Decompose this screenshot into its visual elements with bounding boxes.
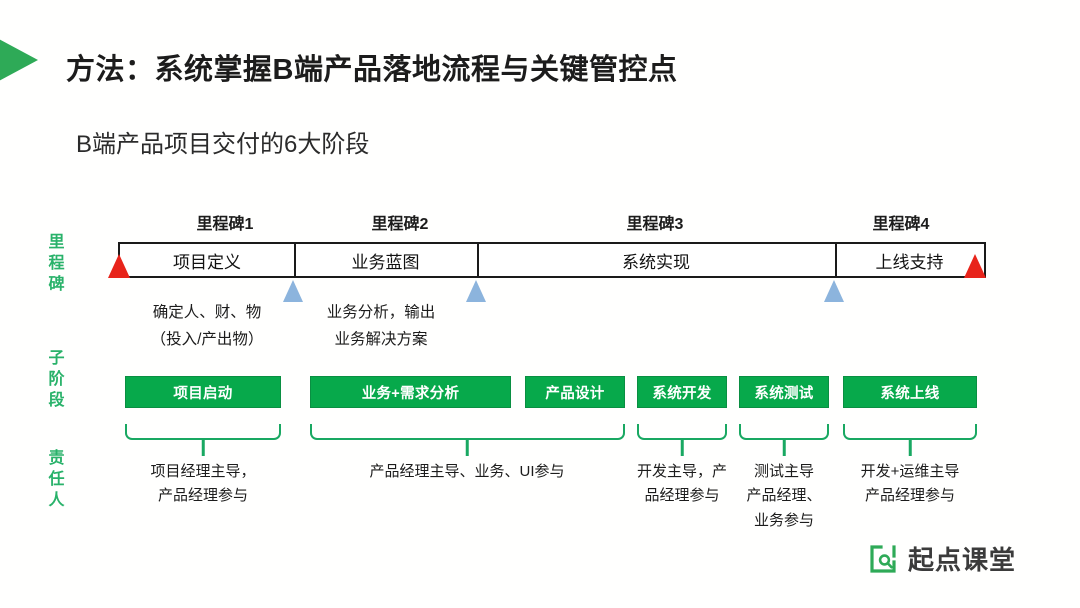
rail-substage-char-3: 段 (48, 392, 66, 410)
end-marker-triangle-icon (964, 254, 986, 278)
milestone-description-1: 确定人、财、物 （投入/产出物） (151, 300, 264, 353)
stage-box-business-requirements[interactable]: 业务+需求分析 (310, 376, 511, 408)
milestone-description-1-line-1: 确定人、财、物 (152, 304, 262, 321)
rail-label-milestone: 里 程 碑 (44, 232, 70, 295)
milestone-2-marker-triangle-icon (466, 280, 486, 302)
rail-milestone-char-3: 碑 (48, 276, 66, 294)
stage-box-project-kickoff[interactable]: 项目启动 (125, 376, 281, 408)
phase-cell-project-definition[interactable]: 项目定义 (173, 252, 241, 272)
owner-text-5-line-2: 产品经理参与 (864, 487, 956, 505)
stage-box-system-development[interactable]: 系统开发 (637, 376, 727, 408)
phase-divider-2 (477, 244, 479, 276)
stage-box-system-golive[interactable]: 系统上线 (843, 376, 977, 408)
owner-bracket-2 (310, 424, 625, 440)
stage-box-system-testing[interactable]: 系统测试 (739, 376, 829, 408)
rail-owner-char-2: 任 (48, 471, 66, 489)
owner-text-3-line-1: 开发主导，产 (636, 463, 728, 480)
owner-text-4-line-1: 测试主导 (753, 463, 815, 480)
rail-substage-char-2: 阶 (48, 371, 66, 389)
milestone-caption-2: 里程碑2 (371, 216, 429, 233)
milestone-caption-4: 里程碑4 (872, 216, 930, 233)
green-arrow-decoration (0, 30, 38, 90)
milestone-description-2: 业务分析，输出 业务解决方案 (327, 300, 436, 353)
owner-text-1-line-2: 产品经理参与 (157, 487, 249, 505)
owner-text-1: 项目经理主导， 产品经理参与 (150, 460, 255, 509)
milestone-description-2-line-1: 业务分析，输出 (326, 304, 436, 321)
owner-bracket-stem-4 (782, 440, 786, 456)
milestone-description-2-line-2: 业务解决方案 (334, 330, 428, 348)
owner-bracket-stem-2 (465, 440, 469, 456)
owner-bracket-stem-3 (680, 440, 684, 456)
owner-text-2: 产品经理主导、业务、UI参与 (369, 460, 564, 484)
owner-bracket-stem-5 (908, 440, 912, 456)
milestone-3-marker-triangle-icon (824, 280, 844, 302)
phase-divider-3 (835, 244, 837, 276)
owner-text-5: 开发+运维主导 产品经理参与 (861, 460, 960, 509)
owner-text-3: 开发主导，产 品经理参与 (637, 460, 727, 509)
page-title: 方法：系统掌握B端产品落地流程与关键管控点 (66, 54, 678, 86)
milestone-description-1-line-2: （投入/产出物） (150, 330, 264, 348)
magnifier-square-icon (868, 544, 898, 574)
page-subtitle: B端产品项目交付的6大阶段 (76, 131, 370, 158)
brand-logo: 起点课堂 (868, 540, 1016, 577)
brand-logo-text: 起点课堂 (908, 545, 1017, 575)
owner-text-5-line-1: 开发+运维主导 (860, 463, 960, 480)
owner-bracket-3 (637, 424, 727, 440)
rail-owner-char-3: 人 (48, 492, 66, 510)
owner-text-3-line-2: 品经理参与 (644, 487, 720, 505)
owner-text-1-line-1: 项目经理主导， (150, 463, 256, 480)
rail-substage-char-1: 子 (48, 350, 66, 367)
phase-cell-golive-support[interactable]: 上线支持 (875, 252, 944, 272)
milestone-1-marker-triangle-icon (283, 280, 303, 302)
start-marker-triangle-icon (108, 254, 130, 278)
rail-owner-char-1: 责 (48, 450, 66, 467)
owner-bracket-4 (739, 424, 829, 440)
owner-bracket-1 (125, 424, 281, 440)
phase-cell-business-blueprint[interactable]: 业务蓝图 (351, 252, 420, 272)
owner-text-4-line-3: 业务参与 (753, 511, 815, 529)
rail-milestone-char-2: 程 (48, 255, 66, 273)
milestone-caption-3: 里程碑3 (626, 216, 684, 233)
rail-milestone-char-1: 里 (48, 234, 66, 251)
stage-box-product-design[interactable]: 产品设计 (525, 376, 625, 408)
owner-text-2-line-1: 产品经理主导、业务、UI参与 (369, 463, 565, 480)
owner-bracket-5 (843, 424, 977, 440)
phase-cell-system-implementation[interactable]: 系统实现 (622, 252, 690, 272)
phase-bar: 项目定义 业务蓝图 系统实现 上线支持 (118, 242, 986, 278)
phase-divider-1 (294, 244, 296, 276)
rail-label-owner: 责 任 人 (44, 448, 70, 511)
owner-text-4-line-2: 产品经理、 (746, 487, 822, 505)
milestone-caption-1: 里程碑1 (196, 216, 254, 233)
owner-bracket-stem-1 (201, 440, 205, 456)
rail-label-substage: 子 阶 段 (44, 348, 70, 411)
owner-text-4: 测试主导 产品经理、 业务参与 (746, 460, 821, 533)
